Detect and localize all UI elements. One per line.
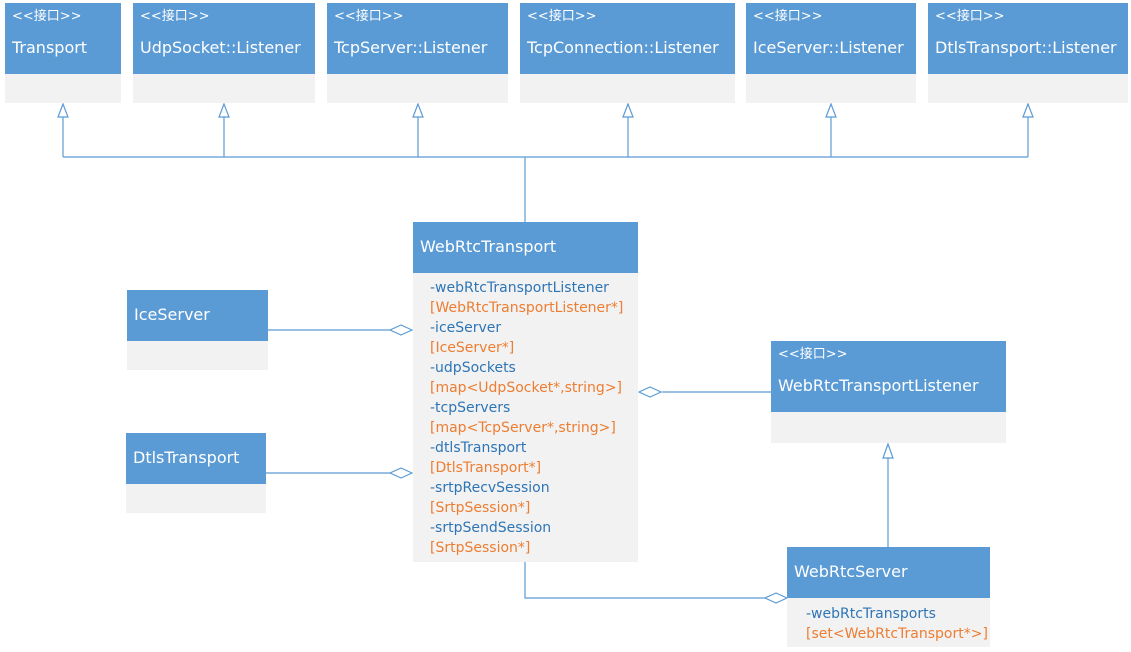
aggregation-webrtcserver bbox=[524, 562, 765, 599]
attribute-name: -srtpRecvSession bbox=[430, 480, 550, 496]
interface-dtlstransport-listener: <<接口>> DtlsTransport::Listener bbox=[928, 3, 1128, 103]
attribute-type: [IceServer*] bbox=[430, 340, 515, 356]
class-name: IceServer::Listener bbox=[753, 38, 904, 57]
class-body bbox=[928, 74, 1128, 103]
arrowhead-dtlstransport-listener bbox=[1022, 102, 1034, 118]
class-dtlstransport: DtlsTransport bbox=[126, 433, 266, 513]
attribute-type: [map<TcpServer*,string>] bbox=[430, 420, 616, 436]
attribute-type: [DtlsTransport*] bbox=[430, 460, 542, 476]
class-name: WebRtcTransportListener bbox=[778, 376, 979, 395]
attribute-name: -udpSockets bbox=[430, 360, 516, 376]
stereotype-label: <<接口>> bbox=[753, 9, 823, 24]
class-name: WebRtcServer bbox=[794, 562, 908, 581]
class-body bbox=[746, 74, 916, 103]
attribute-type: [SrtpSession*] bbox=[430, 500, 531, 516]
class-name: WebRtcTransport bbox=[420, 237, 557, 256]
interface-udpsocket-listener: <<接口>> UdpSocket::Listener bbox=[133, 3, 315, 103]
attribute-type: [SrtpSession*] bbox=[430, 540, 531, 556]
class-body bbox=[5, 74, 121, 103]
arrowhead-tcpconnection-listener bbox=[622, 102, 634, 118]
class-body bbox=[327, 74, 508, 103]
arrowhead-transport bbox=[57, 102, 69, 118]
class-body: -webRtcTransportListener [WebRtcTranspor… bbox=[413, 273, 638, 562]
attribute-name: -tcpServers bbox=[430, 400, 511, 416]
class-name: TcpConnection::Listener bbox=[527, 38, 719, 57]
attribute-name: -iceServer bbox=[430, 320, 502, 336]
class-iceserver: IceServer bbox=[127, 290, 268, 370]
class-body bbox=[133, 74, 315, 103]
class-body bbox=[771, 412, 1006, 443]
stereotype-label: <<接口>> bbox=[334, 9, 404, 24]
stereotype-label: <<接口>> bbox=[12, 9, 82, 24]
interface-webrtctransportlistener: <<接口>> WebRtcTransportListener bbox=[771, 341, 1006, 443]
stereotype-label: <<接口>> bbox=[140, 9, 210, 24]
class-name: UdpSocket::Listener bbox=[140, 38, 301, 57]
attribute-name: -srtpSendSession bbox=[430, 520, 552, 536]
attribute-type: [WebRtcTransportListener*] bbox=[430, 300, 624, 316]
stereotype-label: <<接口>> bbox=[527, 9, 597, 24]
arrowhead-iceserver-listener bbox=[825, 102, 837, 118]
class-body bbox=[127, 341, 268, 370]
diamond-dtlstransport bbox=[388, 467, 414, 479]
class-body: -webRtcTransports [set<WebRtcTransport*>… bbox=[787, 598, 990, 647]
class-name: DtlsTransport bbox=[133, 448, 240, 467]
interface-transport: <<接口>> Transport bbox=[5, 3, 121, 103]
class-body bbox=[520, 74, 735, 103]
diamond-listener bbox=[637, 386, 663, 398]
interface-iceserver-listener: <<接口>> IceServer::Listener bbox=[746, 3, 916, 103]
attribute-type: [map<UdpSocket*,string>] bbox=[430, 380, 623, 396]
diamond-webrtcserver bbox=[763, 592, 789, 604]
arrowhead-tcpserver-listener bbox=[412, 102, 424, 118]
interface-tcpconnection-listener: <<接口>> TcpConnection::Listener bbox=[520, 3, 735, 103]
attribute-name: -webRtcTransportListener bbox=[430, 280, 609, 296]
interface-tcpserver-listener: <<接口>> TcpServer::Listener bbox=[327, 3, 508, 103]
class-name: DtlsTransport::Listener bbox=[935, 38, 1117, 57]
class-name: TcpServer::Listener bbox=[334, 38, 488, 57]
class-webrtcserver: WebRtcServer -webRtcTransports [set<WebR… bbox=[787, 547, 990, 647]
class-name: Transport bbox=[12, 38, 88, 57]
stereotype-label: <<接口>> bbox=[935, 9, 1005, 24]
arrowhead-udpsocket-listener bbox=[218, 102, 230, 118]
diamond-iceserver bbox=[388, 324, 414, 336]
attribute-type: [set<WebRtcTransport*>] bbox=[806, 626, 988, 642]
attribute-name: -dtlsTransport bbox=[430, 440, 527, 456]
class-webrtctransport: WebRtcTransport -webRtcTransportListener… bbox=[413, 222, 638, 562]
arrowhead-listener bbox=[882, 442, 894, 459]
class-body bbox=[126, 484, 266, 513]
attribute-name: -webRtcTransports bbox=[806, 606, 936, 622]
class-name: IceServer bbox=[134, 305, 210, 324]
stereotype-label: <<接口>> bbox=[778, 347, 848, 362]
